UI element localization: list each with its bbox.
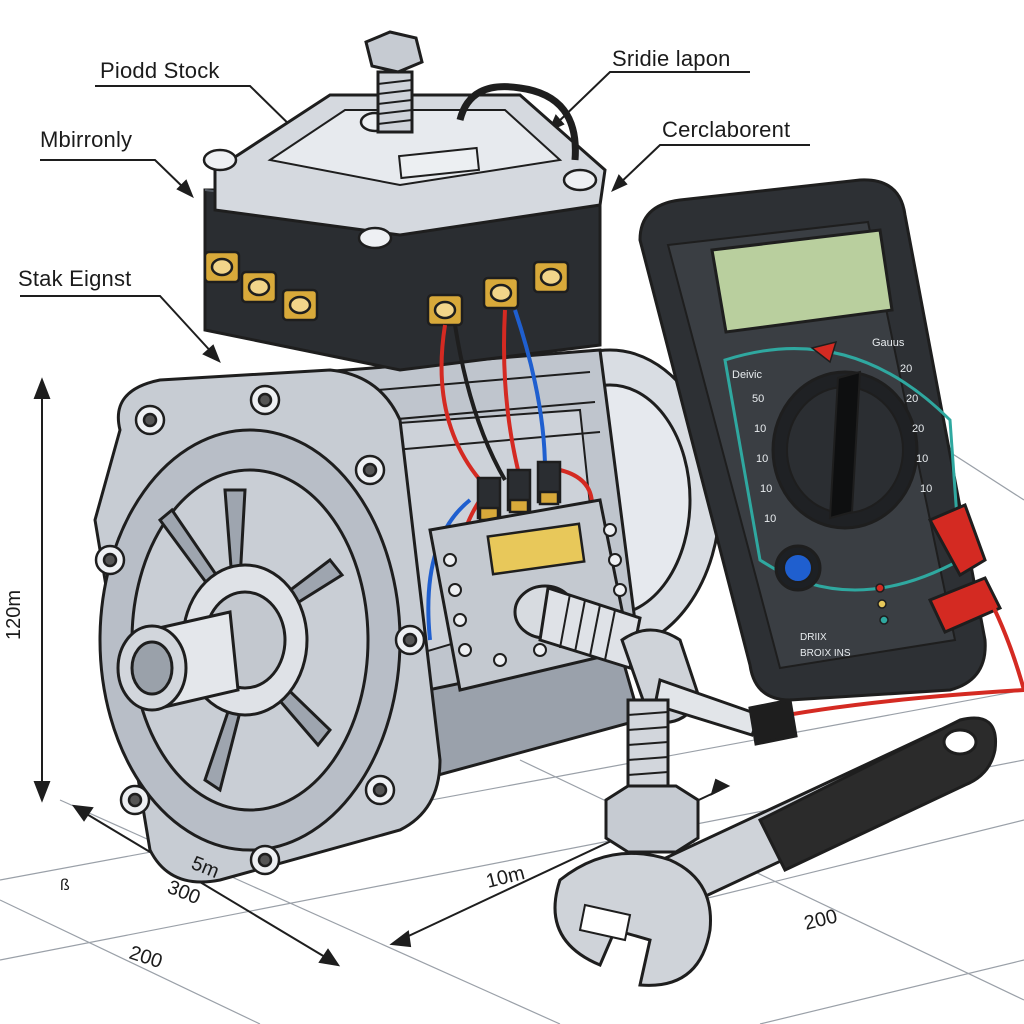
dimension-lines — [33, 377, 731, 967]
multimeter — [638, 178, 987, 702]
callout-mbitronly: Mbirronly — [40, 127, 133, 152]
mm-label-left-5: 10 — [764, 513, 776, 525]
mm-label-left-1: 50 — [752, 393, 764, 405]
mm-label-right-5: 10 — [920, 483, 932, 495]
dim-label-200-right: 200 — [802, 905, 840, 934]
brass-connectors — [203, 250, 570, 327]
mm-label-left-4: 10 — [760, 483, 772, 495]
mm-label-left-2: 10 — [754, 423, 766, 435]
front-end-plate — [93, 368, 442, 884]
mm-label-right-2: 20 — [906, 393, 918, 405]
mm-bottom-row-1: BROIX INS — [800, 648, 851, 659]
dim-label-10m: 10m — [484, 862, 527, 893]
mm-label-right-1: 20 — [900, 363, 912, 375]
mm-bottom-row-0: DRIIX — [800, 632, 827, 643]
test-probe — [748, 502, 1024, 746]
callout-cerclaborent: Cerclaborent — [662, 117, 791, 142]
mm-label-right-3: 20 — [912, 423, 924, 435]
dim-height-label: 120m — [3, 590, 25, 640]
cylinder-head — [202, 30, 607, 372]
mm-label-right-4: 10 — [916, 453, 928, 465]
wrench — [553, 716, 998, 987]
mm-label-left-3: 10 — [756, 453, 768, 465]
multimeter-labels: Deivic 50 10 10 10 10 Gauus 20 20 20 10 … — [732, 337, 932, 659]
mm-label-left-0: Deivic — [732, 369, 762, 381]
probe-fitting — [513, 584, 762, 854]
mm-label-right-0: Gauus — [872, 337, 905, 349]
callout-piodd-stock: Piodd Stock — [100, 58, 220, 83]
callout-sride-lapon: Sridie lapon — [612, 46, 731, 71]
terminal-plugs — [476, 460, 562, 522]
dim-label-200-left: 200 — [126, 942, 165, 973]
dim-mark: ß — [60, 877, 70, 894]
callout-stak-eignst: Stak Eignst — [18, 266, 132, 291]
